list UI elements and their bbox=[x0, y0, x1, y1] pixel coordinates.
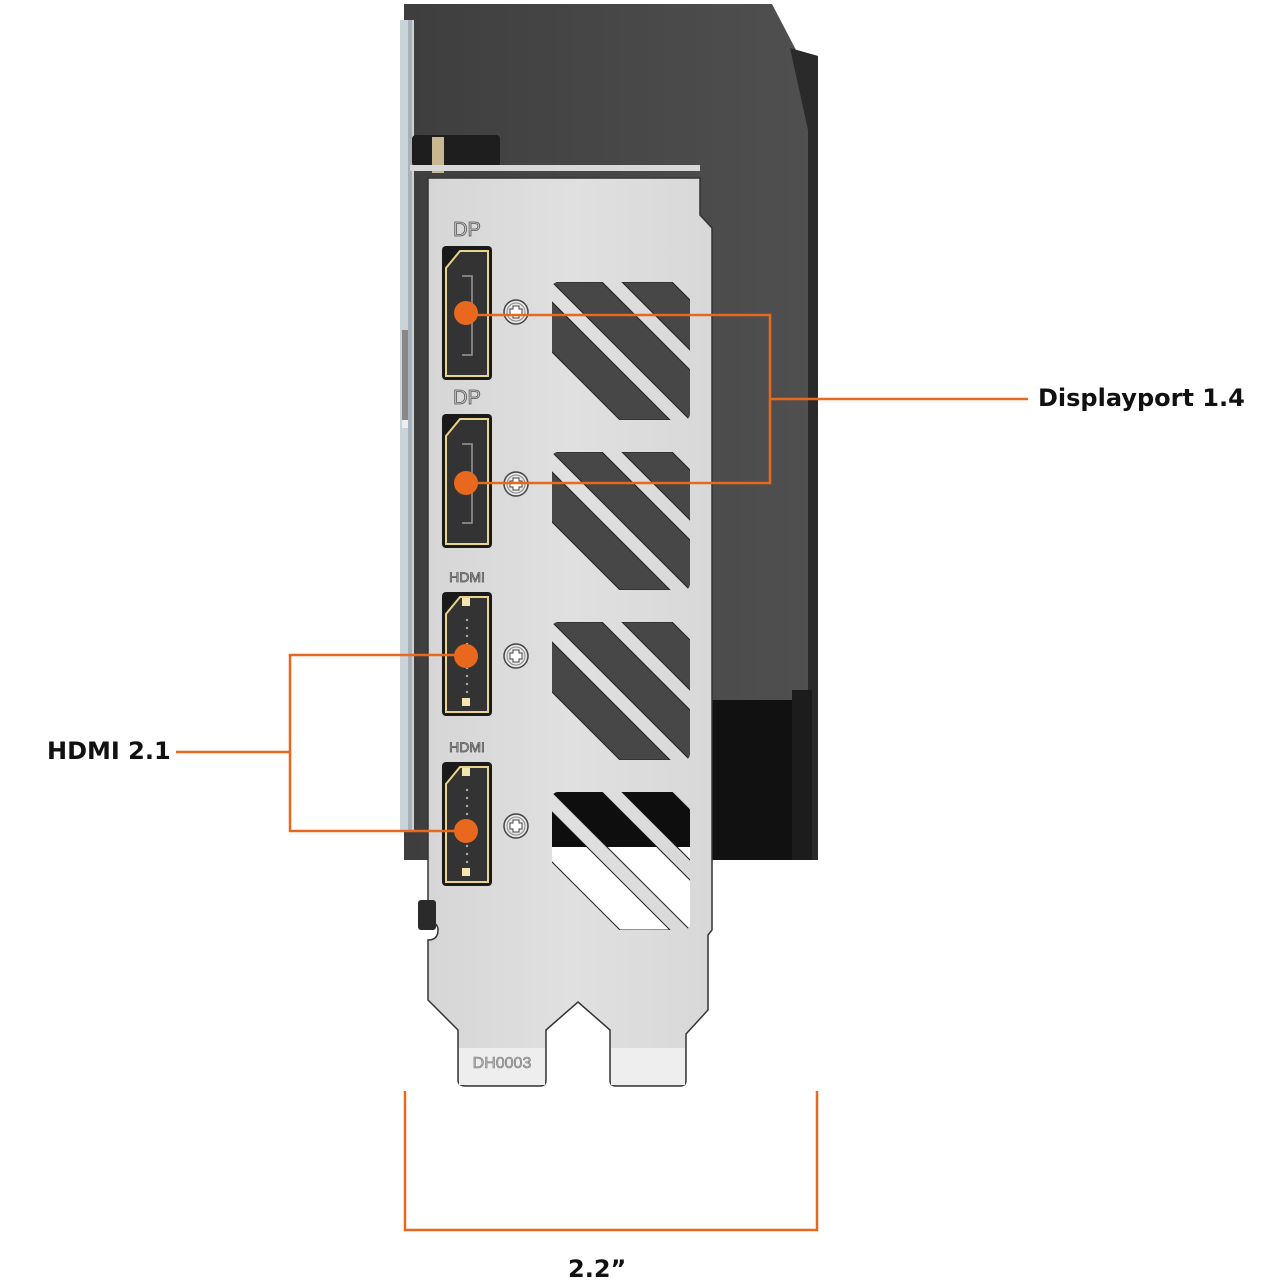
vent-slot bbox=[552, 452, 672, 590]
vent-slot bbox=[552, 282, 690, 420]
vent-block bbox=[552, 792, 690, 930]
bracket-latch-bottom bbox=[418, 900, 436, 930]
vent-slot bbox=[552, 792, 672, 930]
screw-icon bbox=[503, 299, 529, 325]
port-silk-label: HDMI bbox=[449, 569, 485, 585]
bracket-code: DH0003 bbox=[473, 1055, 532, 1072]
vent-block bbox=[552, 282, 690, 420]
vent-slot bbox=[552, 622, 690, 760]
port-silk-label: DP bbox=[453, 387, 481, 409]
port-silk-label: HDMI bbox=[449, 739, 485, 755]
callout-dot bbox=[454, 819, 478, 843]
callout-dot bbox=[454, 471, 478, 495]
displayport-callout-lines bbox=[466, 313, 1028, 485]
vent-slot bbox=[552, 452, 690, 590]
vent-slot bbox=[620, 622, 690, 760]
vent-slot bbox=[620, 452, 690, 590]
screw-icon bbox=[503, 643, 529, 669]
width-dimension-label: 2.2” bbox=[568, 1255, 627, 1283]
vent-slot bbox=[552, 282, 672, 420]
hdmi-callout-label: HDMI 2.1 bbox=[47, 737, 171, 765]
screw-icon bbox=[503, 813, 529, 839]
vent-block bbox=[552, 452, 690, 590]
width-dimension-line bbox=[403, 1091, 819, 1232]
vent-grille bbox=[552, 282, 690, 930]
side-fin-strip bbox=[400, 20, 414, 830]
displayport-callout-label: Displayport 1.4 bbox=[1038, 384, 1245, 412]
callout-dot bbox=[454, 644, 478, 668]
bracket-latch-top bbox=[410, 135, 700, 173]
callout-dot bbox=[454, 301, 478, 325]
vent-block bbox=[552, 622, 690, 760]
port-silk-label: DP bbox=[453, 219, 481, 241]
vent-slot bbox=[552, 622, 672, 760]
vent-slot bbox=[620, 282, 690, 420]
hdmi-callout-lines bbox=[176, 653, 466, 833]
